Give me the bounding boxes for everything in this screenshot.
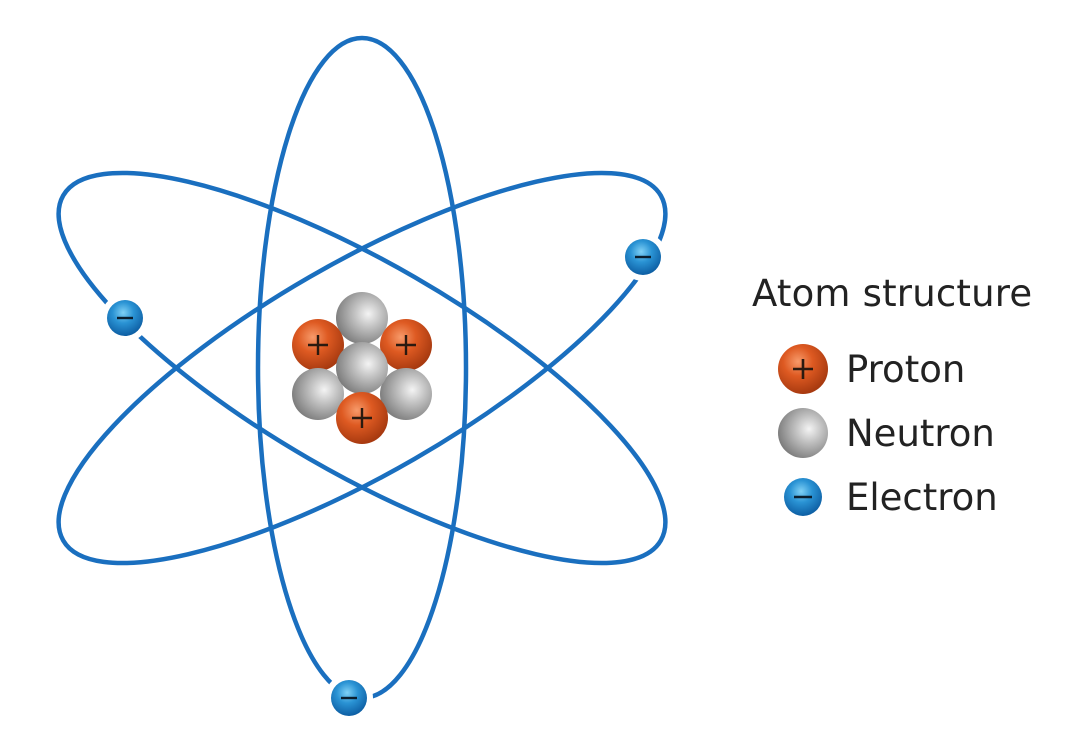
neutron: [336, 342, 388, 394]
legend-label-electron: Electron: [846, 475, 998, 519]
electrons: [107, 239, 661, 716]
orbit-tilted-right: [56, 170, 668, 566]
legend-item-proton: Proton: [776, 337, 1032, 401]
legend-label-proton: Proton: [846, 347, 966, 391]
electron: [107, 300, 143, 336]
electron-icon: [784, 478, 822, 516]
legend-item-electron: Electron: [776, 465, 1032, 529]
neutron: [336, 292, 388, 344]
proton-icon: [778, 344, 828, 394]
electron: [331, 680, 367, 716]
nucleus: [292, 292, 432, 444]
electron: [625, 239, 661, 275]
legend: Atom structure Proton Neutron Electron: [752, 272, 1032, 529]
neutron-icon: [778, 408, 828, 458]
legend-item-neutron: Neutron: [776, 401, 1032, 465]
neutron: [380, 368, 432, 420]
legend-title: Atom structure: [752, 272, 1033, 315]
legend-label-neutron: Neutron: [846, 411, 995, 455]
neutron: [292, 368, 344, 420]
proton: [380, 319, 432, 371]
proton: [336, 392, 388, 444]
proton: [292, 319, 344, 371]
orbit-tilted-left: [56, 170, 668, 566]
